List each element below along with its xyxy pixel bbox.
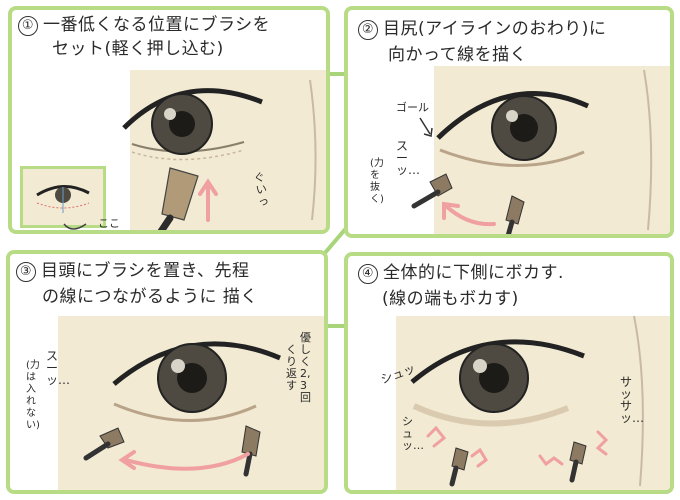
eye-illustration (122, 79, 317, 221)
step-3-subtitle: の線につながるように 描く (42, 287, 258, 307)
makeup-brush-icon (449, 441, 587, 487)
stroke-direction-arrow (442, 201, 496, 227)
yasashiku-note: 優しく2,3回 (300, 331, 311, 404)
kurikaesu-note: くり返す (286, 343, 297, 392)
makeup-brush-icon (411, 173, 525, 234)
push-arrow-icon (198, 178, 218, 222)
goal-label: ゴール (396, 101, 429, 114)
stroke-direction-arrow (118, 450, 250, 471)
eye-illustration (112, 341, 281, 422)
small-eye-icon (36, 185, 90, 213)
makeup-brush-icon (157, 167, 199, 230)
step-2-subtitle: 向かって線を描く (388, 45, 528, 65)
makeup-brush-icon (83, 425, 261, 477)
inset-eye-box (20, 166, 106, 228)
step-1-subtitle: セット(軽く押し込む) (52, 39, 224, 59)
zigzag-arrow-icon (426, 425, 609, 468)
eye-illustration (410, 315, 644, 487)
koko-label: ここ (98, 217, 120, 230)
chikara-note: (力を抜く) (370, 158, 384, 205)
eye-illustration (436, 69, 653, 231)
step-4-subtitle: (線の端もボカす) (382, 289, 519, 309)
chikara-note: (力は入れない) (26, 360, 40, 431)
arrow-icon (63, 223, 87, 230)
arrow-icon (419, 117, 433, 137)
